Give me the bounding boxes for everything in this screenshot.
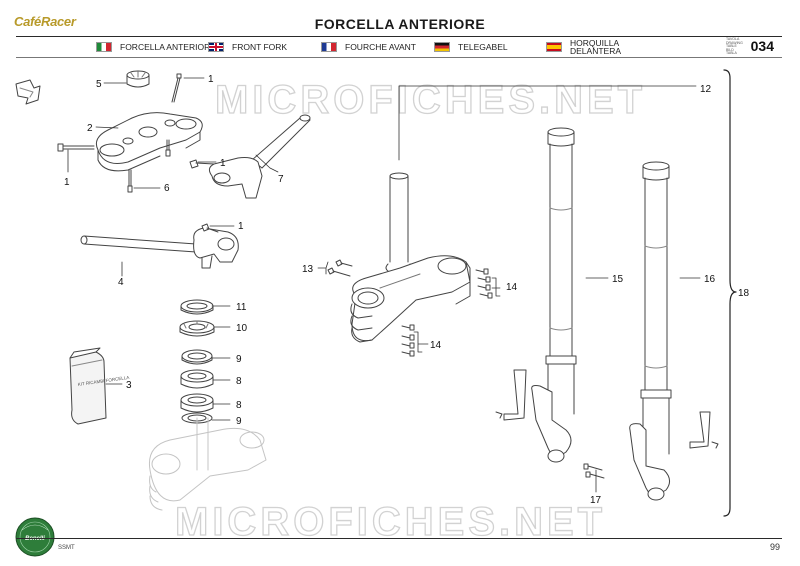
header-sub-rule — [16, 57, 782, 58]
part-10-ring-nut — [179, 320, 215, 337]
part-7-right-handlebar — [208, 114, 311, 199]
lang-label: FORCELLA ANTERIORE — [120, 42, 216, 52]
part-1-bolt-top — [171, 73, 182, 103]
lang-label: HORQUILLA DELANTERA — [570, 38, 622, 56]
lang-item-french: FOURCHE AVANT — [321, 37, 416, 57]
callout-8: 8 — [236, 400, 242, 411]
part-8-bearing-lower — [180, 393, 214, 413]
direction-arrow-icon — [15, 79, 41, 105]
lang-item-english: FRONT FORK — [208, 37, 287, 57]
lang-item-italian: FORCELLA ANTERIORE — [96, 37, 216, 57]
table-label: TAVOLA — [726, 37, 740, 41]
part-1-bolt-clamp — [189, 159, 215, 169]
lang-label: TELEGABEL — [458, 42, 508, 52]
callout-10: 10 — [236, 323, 248, 334]
callout-1: 1 — [238, 221, 244, 232]
part-4-left-handlebar — [80, 227, 239, 269]
table-labels: TAVOLA DRAWING TABLE BILD TABLA — [726, 37, 743, 56]
part-16-right-fork-leg — [629, 161, 719, 501]
lang-item-spanish: HORQUILLA DELANTERA — [546, 37, 630, 57]
part-11-dust-seal — [180, 299, 214, 315]
callout-17: 17 — [590, 495, 602, 506]
leader-lines — [67, 77, 701, 493]
part-5-plug — [126, 70, 150, 88]
callout-8: 8 — [236, 376, 242, 387]
part-12-stem-lower-clamp — [350, 172, 471, 343]
table-label: TABLE — [726, 44, 737, 49]
language-bar: FORCELLA ANTERIORE FRONT FORK FOURCHE AV… — [16, 37, 782, 57]
callout-1: 1 — [208, 74, 214, 85]
callout-14: 14 — [430, 340, 442, 351]
callout-7: 7 — [278, 174, 284, 185]
part-2-upper-triple-clamp — [95, 112, 203, 172]
page-title: FORCELLA ANTERIORE — [314, 16, 486, 32]
part-1-bolt-left — [57, 143, 95, 152]
callout-18: 18 — [738, 288, 750, 299]
part-18-brace — [723, 69, 737, 517]
page-number: 99 — [769, 542, 780, 552]
table-label: BILD — [726, 47, 734, 52]
lang-label: FOURCHE AVANT — [345, 42, 416, 52]
watermark-bottom: MICROFICHES.NET — [174, 499, 607, 544]
callout-9: 9 — [236, 416, 242, 427]
callout-12: 12 — [700, 84, 712, 95]
watermark-top: MICROFICHES.NET — [214, 77, 647, 122]
es-flag-icon — [546, 42, 562, 52]
fr-flag-icon — [321, 42, 337, 52]
callout-9: 9 — [236, 354, 242, 365]
table-number: 034 — [750, 38, 774, 54]
de-flag-icon — [434, 42, 450, 52]
part-14-bolts-lower — [401, 324, 415, 357]
callout-4: 4 — [118, 277, 124, 288]
callout-2: 2 — [87, 123, 93, 134]
part-15-left-fork-leg — [495, 127, 577, 463]
callout-15: 15 — [612, 274, 624, 285]
part-14-bolts-right — [475, 268, 493, 299]
part-13-bolts — [327, 259, 353, 277]
callout-1: 1 — [64, 177, 70, 188]
lang-label: FRONT FORK — [232, 42, 288, 52]
callout-16: 16 — [704, 274, 716, 285]
part-9-seal-upper — [181, 349, 213, 365]
benelli-logo: Benelli — [15, 517, 55, 557]
part-3-service-kit-bag — [69, 347, 107, 425]
callout-14: 14 — [506, 282, 518, 293]
brand-logo: CaféRacer — [14, 14, 76, 29]
callout-5: 5 — [96, 79, 102, 90]
part-6-bolt — [127, 139, 171, 193]
part-1-bolt-left-clamp — [201, 223, 219, 233]
footer-rule — [16, 538, 782, 539]
callout-13: 13 — [302, 264, 314, 275]
model-code: SSMT — [58, 545, 75, 551]
ghost-lower-triple-clamp — [148, 417, 267, 511]
table-label: TABLA — [726, 51, 737, 56]
table-label: DRAWING — [726, 40, 743, 45]
header-rule — [16, 36, 782, 37]
it-flag-icon — [96, 42, 112, 52]
part-17-bolts — [583, 463, 605, 479]
callout-3: 3 — [126, 380, 132, 391]
lang-item-german: TELEGABEL — [434, 37, 508, 57]
logo-text: Benelli — [25, 536, 45, 542]
callout-6: 6 — [164, 183, 170, 194]
uk-flag-icon — [208, 42, 224, 52]
callout-1: 1 — [220, 158, 226, 169]
table-number-box: TAVOLA DRAWING TABLE BILD TABLA 034 — [720, 37, 782, 57]
callout-11: 11 — [236, 302, 247, 313]
part-8-bearing-upper — [180, 369, 214, 389]
